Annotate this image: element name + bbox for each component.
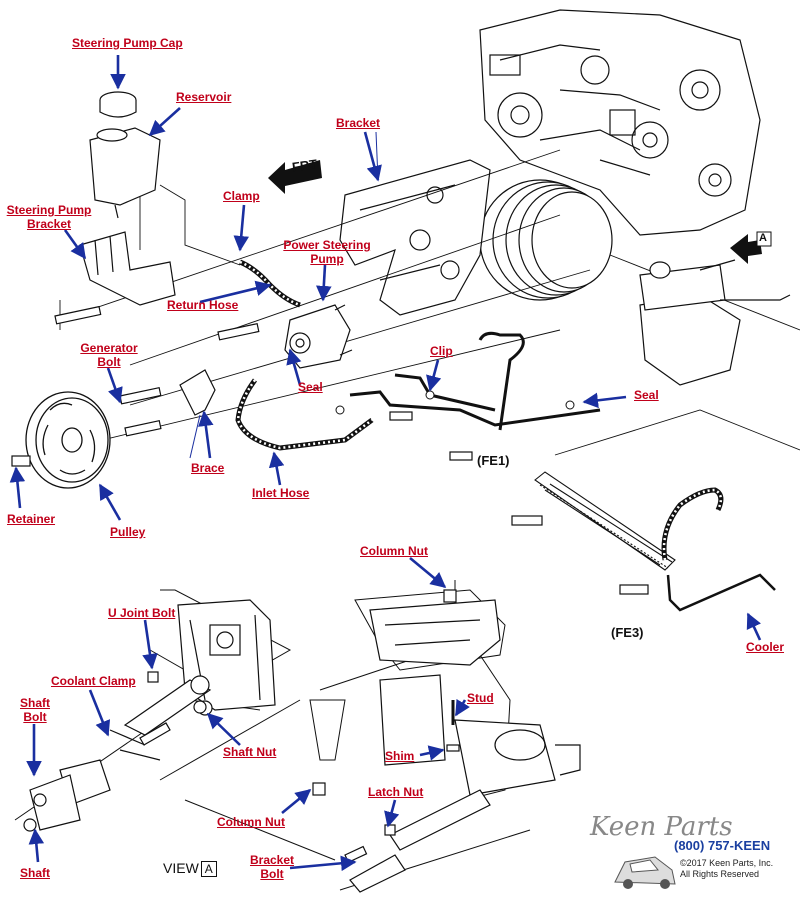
cooler-drawing	[534, 471, 676, 571]
intermediate-shaft	[23, 675, 213, 832]
logo-phone: (800) 757-KEEN	[674, 838, 771, 853]
pressure-lines	[349, 331, 601, 431]
label-shaft-nut: Shaft Nut	[223, 745, 277, 759]
label-u-joint-bolt: U Joint Bolt	[108, 606, 176, 620]
keen-parts-logo: Keen Parts (800) 757-KEEN ©2017 Keen Par…	[590, 812, 790, 892]
clip-part	[425, 390, 435, 400]
label-retainer: Retainer	[7, 512, 56, 526]
frt-arrow	[268, 160, 322, 194]
label-bracket-bolt: Bracket Bolt	[246, 853, 298, 881]
label-seal-right: Seal	[634, 388, 659, 402]
label-shaft-bolt: Shaft Bolt	[18, 696, 52, 724]
label-inlet-hose: Inlet Hose	[252, 486, 310, 500]
label-cooler: Cooler	[746, 640, 785, 654]
label-shaft-bolt-line2: Bolt	[23, 710, 47, 724]
seal-right-part	[565, 400, 575, 410]
label-seal-mid: Seal	[298, 380, 323, 394]
cooler-line	[666, 573, 776, 612]
label-coolant-clamp: Coolant Clamp	[51, 674, 136, 688]
steering-column-mount	[369, 599, 581, 796]
crank-pulley	[479, 179, 613, 301]
view-a-marker: A	[759, 232, 767, 244]
label-column-nut-bottom: Column Nut	[217, 815, 285, 829]
cooler-hose	[661, 487, 724, 561]
bolts	[11, 305, 649, 595]
reservoir-drawing	[89, 91, 161, 219]
label-generator-bolt-line1: Generator	[80, 341, 138, 355]
pump-bracket-assembly	[339, 159, 491, 316]
label-latch-nut: Latch Nut	[368, 785, 424, 799]
label-steering-pump-bracket-line1: Steering Pump	[6, 203, 92, 217]
leader-arrows	[9, 55, 762, 872]
view-box: A	[200, 861, 217, 877]
label-bracket-bolt-line1: Bracket	[249, 853, 295, 867]
label-clip: Clip	[430, 344, 453, 358]
seal-mid-part	[335, 405, 345, 415]
label-steering-pump-bracket-line2: Bracket	[26, 217, 72, 231]
label-steering-pump-cap: Steering Pump Cap	[72, 36, 183, 50]
label-power-steering-pump-line1: Power Steering	[283, 238, 371, 252]
label-power-steering-pump: Power Steering Pump	[280, 238, 374, 266]
pump-bracket-plate	[79, 231, 176, 306]
brace-drawing	[179, 369, 216, 416]
label-steering-pump-bracket: Steering Pump Bracket	[6, 203, 92, 231]
label-generator-bolt: Generator Bolt	[78, 341, 140, 369]
label-column-nut-top: Column Nut	[360, 544, 428, 558]
lower-column-tube	[147, 589, 491, 893]
return-hose	[239, 259, 301, 308]
label-bracket-top: Bracket	[336, 116, 381, 130]
fe1-label: (FE1)	[477, 453, 510, 468]
label-reservoir: Reservoir	[176, 90, 232, 104]
logo-rights: All Rights Reserved	[680, 869, 760, 879]
label-clamp: Clamp	[223, 189, 260, 203]
view-a-arrow	[730, 234, 762, 264]
label-shaft-bolt-line1: Shaft	[20, 696, 50, 710]
pulley-drawing	[25, 391, 111, 489]
label-power-steering-pump-line2: Pump	[310, 252, 344, 266]
label-shim: Shim	[385, 749, 415, 763]
label-return-hose: Return Hose	[167, 298, 239, 312]
view-label: VIEW	[163, 860, 199, 876]
fe3-label: (FE3)	[611, 625, 644, 640]
label-generator-bolt-line2: Bolt	[97, 355, 121, 369]
label-brace: Brace	[191, 461, 225, 475]
car-icon	[614, 856, 676, 889]
label-pulley: Pulley	[110, 525, 146, 539]
logo-brand: Keen Parts	[590, 812, 733, 842]
label-shaft: Shaft	[20, 866, 50, 880]
label-bracket-bolt-line2: Bolt	[260, 867, 284, 881]
engine-block	[479, 9, 761, 236]
steering-gear-drawing	[639, 259, 791, 386]
logo-copyright-block: ©2017 Keen Parts, Inc. All Rights Reserv…	[680, 858, 773, 880]
logo-copyright: ©2017 Keen Parts, Inc.	[680, 858, 774, 868]
power-steering-pump-drawing	[284, 304, 353, 369]
label-stud: Stud	[467, 691, 494, 705]
